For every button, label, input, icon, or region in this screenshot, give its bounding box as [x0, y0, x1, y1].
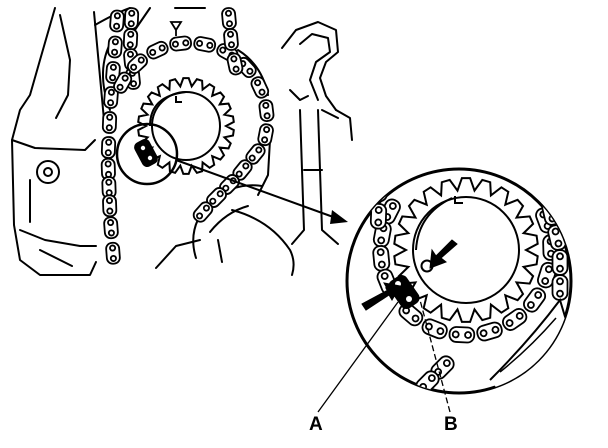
- chain-link: [222, 7, 237, 29]
- chain-link: [125, 52, 149, 76]
- chain-link: [373, 245, 390, 271]
- chain-link: [124, 29, 138, 50]
- chain-link: [112, 70, 134, 95]
- chain-link: [394, 386, 423, 393]
- chain-link: [169, 36, 191, 51]
- chain-link: [106, 242, 121, 264]
- chain-link: [226, 52, 243, 75]
- chain-link: [224, 28, 239, 50]
- chain-link: [449, 327, 474, 343]
- chain-link: [500, 306, 529, 332]
- colored-chain-link: [133, 138, 159, 168]
- sprocket-shading: [150, 92, 186, 126]
- sprocket-teeth: [394, 178, 537, 322]
- sprocket-hub: [152, 92, 220, 160]
- magnify-leader-line: [176, 160, 336, 218]
- chain-link: [104, 217, 119, 239]
- chain-link: [193, 36, 216, 53]
- chain-link: [372, 176, 388, 201]
- colored-link-pin: [147, 155, 153, 161]
- chain-link: [521, 286, 548, 315]
- chain-link: [250, 75, 271, 99]
- chain-link: [104, 87, 119, 109]
- chain-link: [103, 195, 117, 216]
- detail-sprocket-key: [455, 196, 463, 203]
- chain-link: [259, 99, 274, 121]
- chain-link: [205, 186, 229, 210]
- detail-sprocket-shading: [416, 198, 452, 250]
- top-timing-mark: [171, 22, 181, 36]
- sprocket-teeth: [138, 78, 234, 174]
- chain-link: [145, 40, 169, 61]
- leader-line-b: [420, 300, 450, 412]
- chain-link: [110, 10, 125, 32]
- chain-link: [553, 275, 568, 300]
- chain-link: [102, 137, 116, 158]
- pointer-arrow-link: [362, 283, 400, 310]
- sprocket-key: [176, 96, 182, 102]
- chain-link: [108, 36, 123, 58]
- chain-link: [553, 250, 568, 275]
- chain-link: [257, 123, 274, 146]
- chain-link: [106, 62, 121, 84]
- chain-link: [191, 200, 215, 224]
- callout-label-b: B: [444, 414, 458, 435]
- chain-link: [536, 261, 558, 289]
- chain-link: [371, 204, 387, 229]
- chain-link: [397, 301, 426, 328]
- crankshaft-sprocket: [138, 78, 234, 174]
- pointer-arrow-punch-mark: [430, 240, 457, 268]
- colored-link-pin: [140, 145, 146, 151]
- detail-view: [347, 169, 572, 414]
- chain-link: [125, 8, 139, 29]
- chain-link: [101, 158, 115, 179]
- magnify-arrowhead: [330, 210, 348, 224]
- chain-link: [476, 321, 504, 342]
- callout-label-a: A: [309, 414, 323, 435]
- detail-highlight-circle: [117, 124, 177, 184]
- chain-link: [103, 112, 117, 133]
- timing-chain: [101, 7, 274, 264]
- leader-line-a: [318, 302, 398, 412]
- detail-sprocket-hub: [413, 197, 519, 303]
- detail-crank-sprocket: [394, 178, 537, 322]
